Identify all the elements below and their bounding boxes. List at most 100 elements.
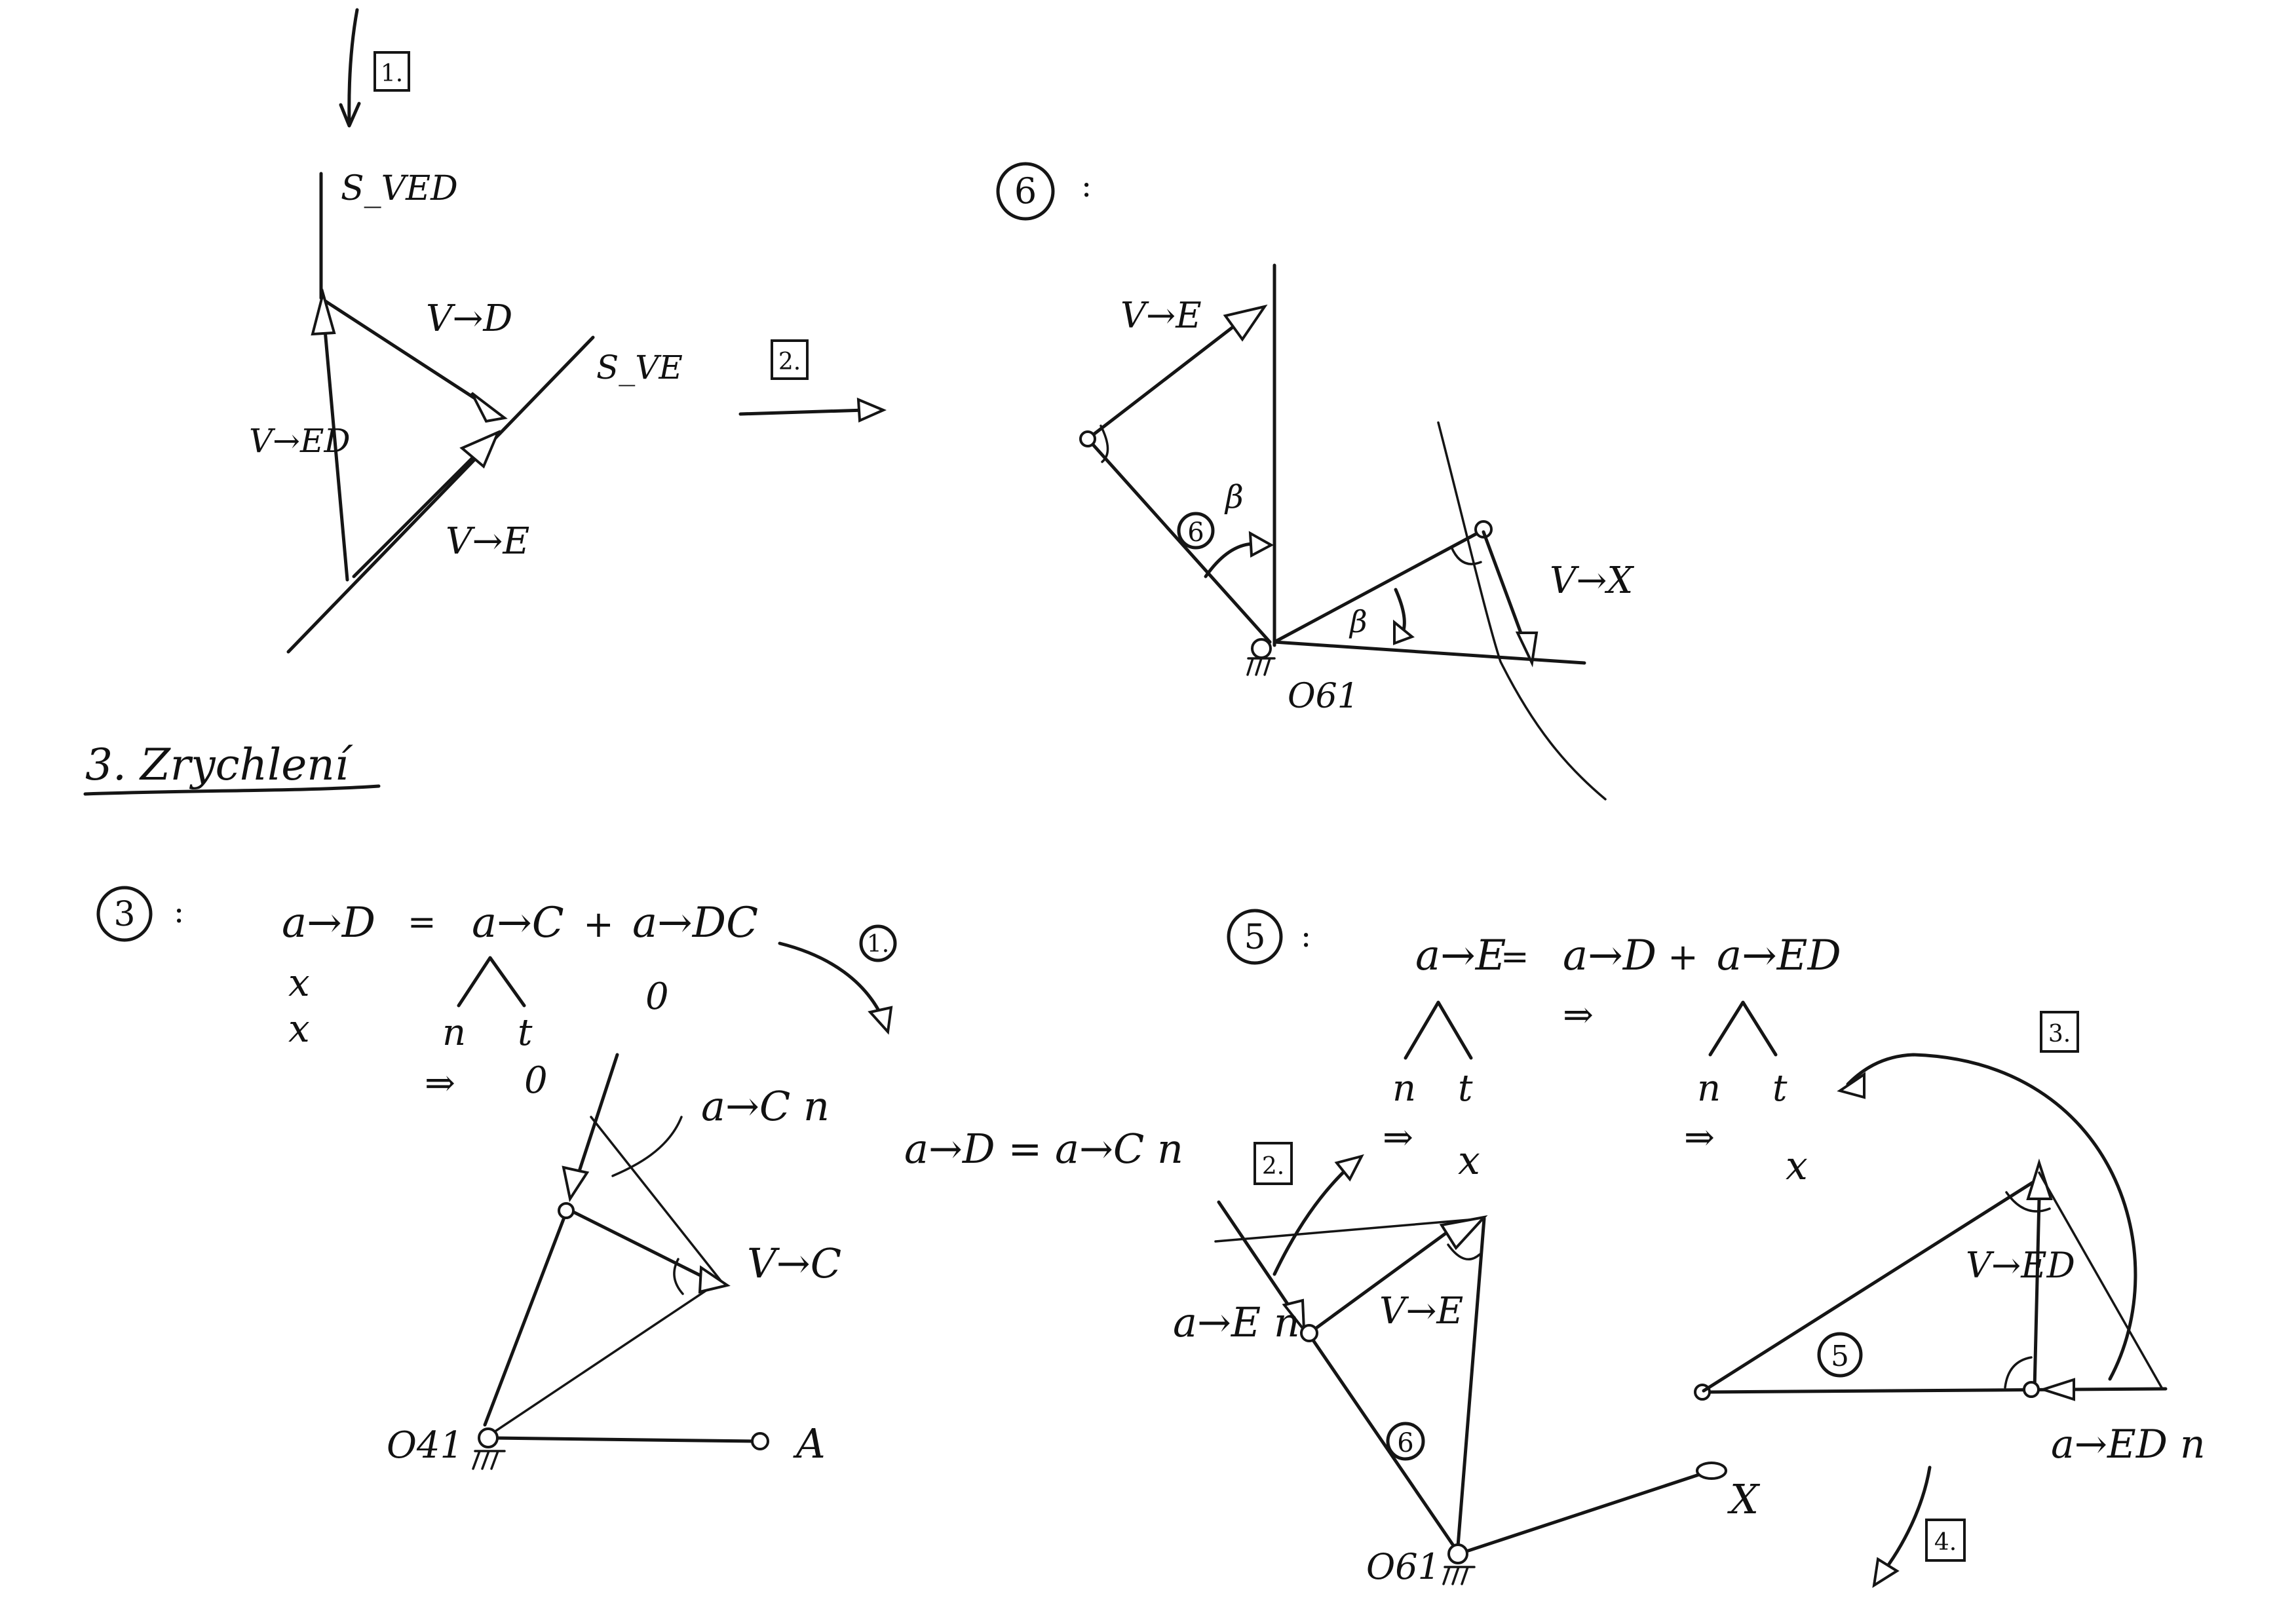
- panel5-vector-ved-label: V→ED: [1966, 1245, 2075, 1286]
- panel5-marker4: 4.: [1934, 1529, 1957, 1556]
- panel5-vector-aedn-head: [2038, 1378, 2075, 1401]
- panel5-label: 5: [1244, 918, 1265, 957]
- panel5-split2: [1708, 1000, 1778, 1057]
- panel5-vector-aen-label: a→E n: [1173, 1298, 1300, 1346]
- panel6-vector-ve-head: [1223, 304, 1268, 342]
- panel3-point-a: [751, 1432, 769, 1450]
- panel5-link6-circle: [1386, 1422, 1425, 1461]
- panel5-link-6: [1309, 1334, 1458, 1551]
- panel3-point-a-label: A: [793, 1420, 826, 1467]
- panel6-link-x: [1272, 529, 1484, 644]
- panel5-link5-label: 5: [1831, 1340, 1849, 1373]
- panel5-joint-e: [1300, 1324, 1318, 1342]
- panel3-vc-guide: [590, 1116, 722, 1282]
- panel5-vector-aedn-label: a→ED n: [2051, 1422, 2206, 1467]
- panel6-right-angle-x: [1450, 546, 1482, 565]
- panel6-vector-vx-label: V→X: [1550, 559, 1634, 602]
- panel5-mark2-t: x: [1786, 1143, 1808, 1189]
- panel5-base-line: [1702, 1387, 2168, 1394]
- panel5-point-x-label: X: [1727, 1475, 1761, 1523]
- panel6-link6-label: 6: [1187, 518, 1204, 548]
- panel5-side-line: [2038, 1171, 2164, 1390]
- panel6-vector-vx-head: [1515, 632, 1539, 668]
- panel3-marker: 1.: [867, 931, 889, 958]
- panel6-pivot: [1251, 638, 1272, 659]
- panel3-vector-acn-label: a→C n: [701, 1082, 830, 1130]
- step2-indicator: 2.: [738, 339, 887, 423]
- panel6-label-circle: [996, 162, 1055, 221]
- vector-ved-label: V→ED: [249, 422, 351, 460]
- panel5-marker3: 3.: [2048, 1021, 2071, 1048]
- vector-vd: [324, 299, 487, 407]
- section-heading-underline: [83, 784, 381, 796]
- panel5-right-angle-e: [1447, 1243, 1481, 1260]
- panel3-step-arrow: [778, 941, 883, 1017]
- step2-arrow-head: [856, 397, 887, 423]
- panel5-mark1-n: ⇒: [1383, 1116, 1413, 1159]
- panel3-eq-lhs: a→D: [282, 899, 375, 947]
- panel3-split-t: t: [518, 1011, 533, 1054]
- panel6-baseline: [1272, 640, 1586, 665]
- panel5-marker2-box: [1253, 1142, 1293, 1185]
- panel5-split1: [1404, 1000, 1473, 1060]
- step1-marker: 1.: [381, 60, 403, 87]
- step2-marker-box: [771, 339, 809, 380]
- panel6-colon: :: [1081, 168, 1092, 204]
- panel3-colon: :: [174, 894, 184, 930]
- panel5-marker3-box: [2040, 1011, 2079, 1053]
- panel6-vector-ve-label: V→E: [1120, 295, 1202, 336]
- panel-5-diagram: 5 : a→E = a→D + a→ED ⇒ n t ⇒ x n t ⇒ x 2…: [1173, 909, 2206, 1589]
- panel6-label: 6: [1014, 170, 1037, 212]
- panel3-link-a: [489, 1436, 756, 1443]
- panel5-guide-line: [1214, 1217, 1485, 1243]
- panel5-split1-n: n: [1392, 1067, 1416, 1110]
- panel5-pivot: [1447, 1543, 1468, 1564]
- line-sved-label: S_VED: [341, 169, 458, 208]
- step1-arrow: [347, 8, 359, 123]
- panel6-beta-b-arc-head: [1393, 619, 1415, 645]
- panel5-link6-label: 6: [1397, 1428, 1413, 1458]
- vector-ve-label: V→E: [446, 520, 529, 563]
- panel6-path-curve: [1437, 421, 1607, 801]
- panel3-right-angle-c: [673, 1258, 684, 1295]
- panel5-step3-arc: [1846, 1053, 2137, 1381]
- panel3-split: [457, 956, 526, 1008]
- panel5-ground-hatch: [1442, 1566, 1476, 1585]
- panel3-vector-vc-label: V→C: [747, 1239, 841, 1287]
- panel5-colon: :: [1301, 918, 1311, 954]
- section-heading-text: 3. Zrychlení: [85, 740, 354, 790]
- panel3-mark-t: 0: [524, 1059, 548, 1102]
- panel5-label-circle: [1227, 909, 1283, 965]
- panel5-vertical-link: [1456, 1217, 1486, 1548]
- panel6-link6-circle: [1177, 512, 1215, 550]
- panel5-eq-term1: a→D: [1563, 932, 1656, 980]
- panel5-vector-ved-head: [2026, 1158, 2053, 1200]
- panel5-step4-arrow-head: [1872, 1557, 1900, 1589]
- panel3-pivot: [478, 1427, 499, 1448]
- panel5-joint-d: [2023, 1381, 2040, 1398]
- panel3-link-top: [566, 1207, 719, 1286]
- line-sve: [286, 335, 595, 654]
- panel3-step-arrow-head: [868, 1006, 893, 1035]
- panel5-eq-equals: =: [1501, 937, 1529, 977]
- panel5-hypotenuse: [1702, 1177, 2040, 1393]
- panel6-right-angle-e: [1100, 425, 1109, 463]
- panel3-label: 3: [113, 895, 135, 934]
- panel3-joint-c: [558, 1202, 575, 1219]
- velocity-triangle-diagram: 1. S_VED S_VE V→ED V→D V→E: [249, 8, 683, 654]
- panel5-eq-plus: +: [1668, 936, 1698, 979]
- panel6-joint-x: [1474, 520, 1493, 538]
- panel3-pivot-label: O41: [387, 1424, 463, 1467]
- panel3-eq-equals: =: [408, 903, 436, 942]
- panel5-eq-term2: a→ED: [1717, 932, 1841, 980]
- vector-ved: [321, 306, 349, 582]
- step1-marker-box: [373, 51, 410, 92]
- panel3-split-n: n: [442, 1011, 466, 1054]
- panel5-step3-arc-head: [1837, 1072, 1866, 1099]
- panel5-pivot-label: O61: [1366, 1546, 1440, 1587]
- panel6-beta-b: β: [1349, 604, 1368, 639]
- panel5-vector-ve-label: V→E: [1379, 1290, 1463, 1332]
- panel3-result: a→D = a→C n: [904, 1125, 1183, 1173]
- panel3-ground-hatch: [472, 1450, 506, 1470]
